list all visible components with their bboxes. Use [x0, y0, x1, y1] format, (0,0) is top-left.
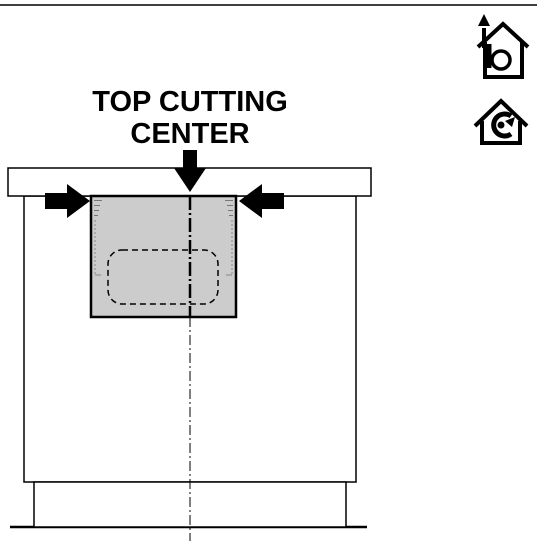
right-arrow-icon [239, 184, 284, 218]
label-line-2: CENTER [130, 118, 249, 150]
left-arrow-icon [45, 184, 90, 218]
center-arrow-icon [174, 150, 206, 192]
cooktop-footprint-outline [107, 249, 219, 305]
label-line-1: TOP CUTTING [92, 86, 288, 118]
range-hood-recirculating-icon [473, 98, 529, 145]
cutout-side-marks [94, 200, 233, 276]
range-hood-vent-up-icon [476, 14, 530, 79]
cooktop-cutout [89, 194, 238, 319]
